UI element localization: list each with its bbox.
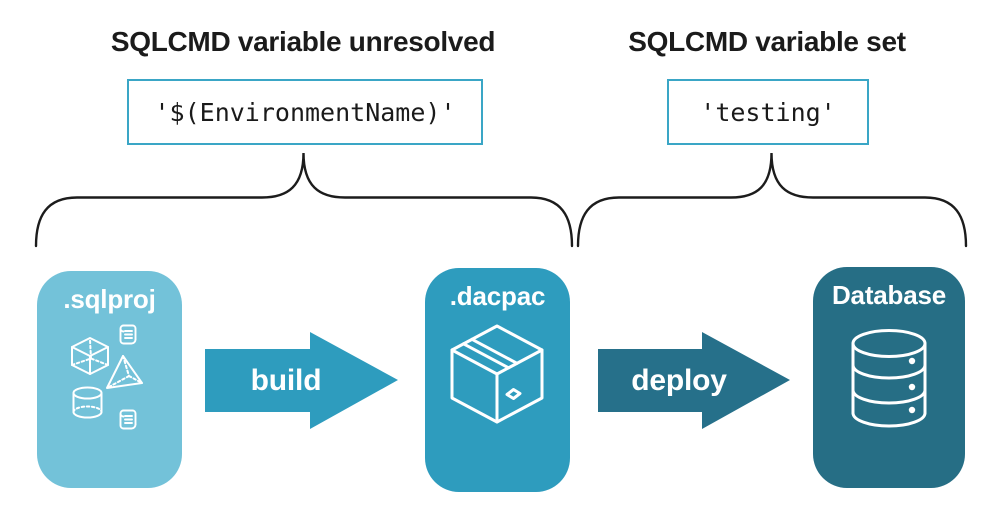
set-heading: SQLCMD variable set	[628, 26, 906, 57]
sqlproj-card-title: .sqlproj	[63, 284, 156, 314]
dacpac-card: .dacpac	[425, 268, 570, 492]
deploy-arrow-label: deploy	[631, 363, 727, 397]
set-code-box: 'testing'	[667, 79, 869, 145]
overbrace-right-icon	[576, 152, 968, 248]
unresolved-code-text: '$(EnvironmentName)'	[154, 97, 456, 127]
overbrace-left-icon	[34, 152, 574, 248]
script-icon	[119, 324, 137, 345]
set-code-text: 'testing'	[700, 97, 836, 127]
pyramid-icon	[106, 355, 143, 389]
unresolved-heading: SQLCMD variable unresolved	[110, 26, 496, 57]
sqlproj-card: .sqlproj	[37, 271, 182, 488]
arrow-right-icon	[205, 332, 398, 429]
database-cylinder-icon	[851, 329, 927, 428]
dacpac-card-title: .dacpac	[449, 281, 546, 311]
unresolved-code-box: '$(EnvironmentName)'	[127, 79, 483, 145]
build-arrow: build	[205, 332, 398, 429]
arrow-right-icon	[598, 332, 790, 429]
script-icon	[119, 409, 137, 430]
sql-objects-icons	[71, 324, 143, 430]
build-arrow-label: build	[250, 363, 322, 397]
deploy-arrow: deploy	[598, 332, 791, 429]
cylinder-icon	[72, 386, 103, 419]
cube-icon	[71, 337, 109, 375]
database-card: Database	[813, 267, 965, 488]
package-box-icon	[450, 324, 544, 424]
database-card-title: Database	[831, 280, 947, 310]
